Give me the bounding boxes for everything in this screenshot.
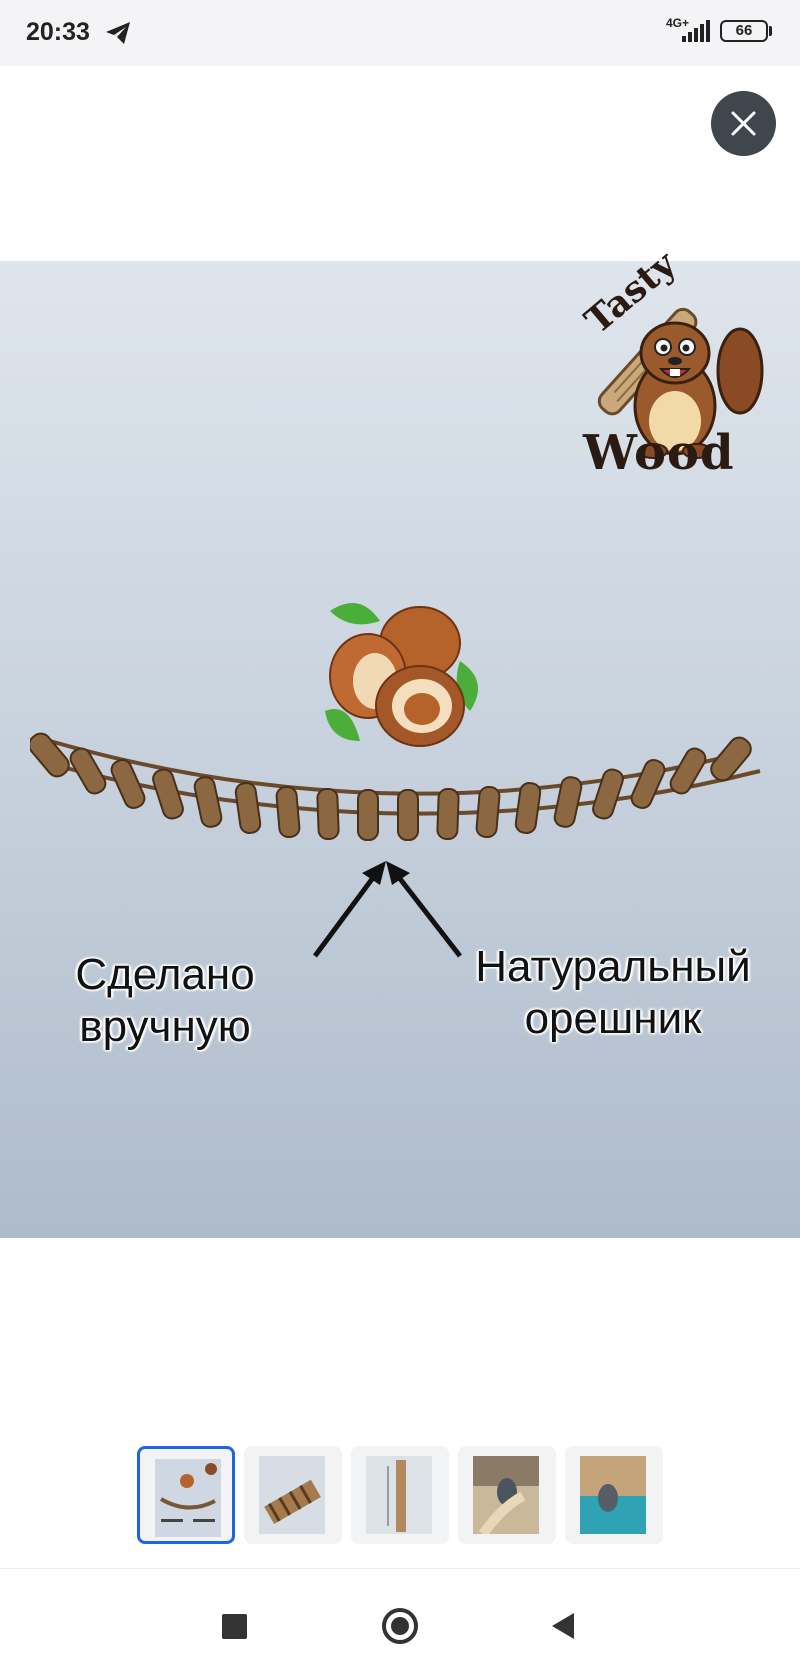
network-type: 4G+ [666, 16, 690, 30]
brand-word-wood: Wood [583, 425, 735, 481]
caption-handmade-line2: вручную [79, 1002, 251, 1051]
signal-icon [682, 20, 710, 42]
thumbnail-2-image [259, 1456, 325, 1534]
thumbnail-5[interactable] [565, 1446, 663, 1544]
caption-handmade-line1: Сделано [75, 950, 255, 999]
battery-icon: 66 [720, 20, 768, 42]
caption-natural-hazel-line1: Натуральный [475, 942, 751, 991]
thumbnail-5-image [580, 1456, 646, 1534]
thumbnail-3[interactable] [351, 1446, 449, 1544]
system-nav-bar [0, 1569, 800, 1665]
thumbnail-strip [137, 1446, 667, 1546]
nav-divider [0, 1568, 800, 1569]
pointer-arrows [312, 861, 462, 958]
telegram-icon [106, 22, 130, 44]
caption-natural-hazel: Натуральный орешник [458, 941, 768, 1045]
recent-apps-icon[interactable] [222, 1614, 247, 1639]
battery-level: 66 [735, 22, 753, 39]
close-icon [731, 111, 756, 136]
caption-handmade: Сделано вручную [60, 949, 270, 1053]
battery-tip [769, 26, 772, 36]
thumbnail-3-image [366, 1456, 432, 1534]
status-bar: 20:33 4G+ 66 [0, 0, 800, 66]
thumbnail-4[interactable] [458, 1446, 556, 1544]
close-button[interactable] [711, 91, 776, 156]
thumbnail-1-image [155, 1459, 221, 1537]
brand-logo-beaver [597, 307, 764, 459]
thumbnail-1[interactable] [137, 1446, 235, 1544]
thumbnail-4-image [473, 1456, 539, 1534]
hazelnut-illustration [325, 603, 478, 747]
home-icon[interactable] [382, 1608, 418, 1644]
wooden-bridge-illustration [30, 732, 761, 841]
product-image[interactable] [0, 261, 800, 1238]
back-icon[interactable] [552, 1613, 574, 1639]
status-time: 20:33 [26, 18, 90, 46]
caption-natural-hazel-line2: орешник [524, 994, 702, 1043]
thumbnail-2[interactable] [244, 1446, 342, 1544]
